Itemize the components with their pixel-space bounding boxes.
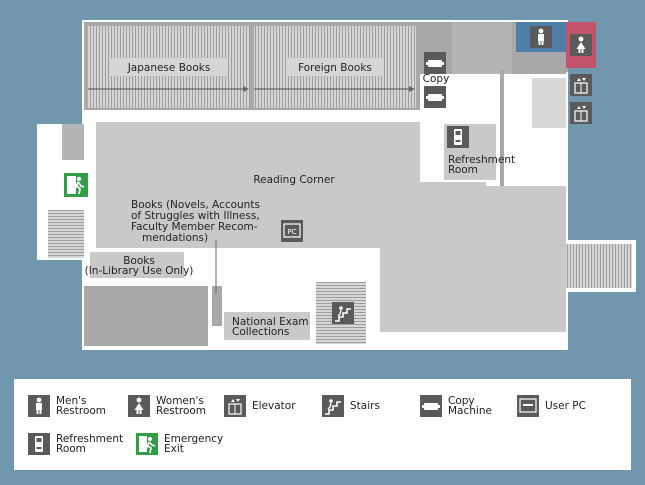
emergency-exit-icon [136,433,158,455]
legend-item-refreshment-room: Refreshment Room [28,433,123,455]
map-legend: Men's Restroom Women's Restroom Elevator St… [14,379,631,470]
books-inlib-label-2: (In-Library Use Only) [85,265,194,277]
legend-item-elevator: Elevator [224,395,296,417]
japanese-books-label: Japanese Books [127,62,211,74]
japanese-books-arrowhead [243,86,249,92]
map-elevator-icon-2[interactable] [570,102,592,124]
legend-item-user-pc: User PC [517,395,586,417]
legend-item-mens-restroom: Men's Restroom [28,395,106,417]
right-wall [512,68,568,72]
japanese-books-label-bg [110,58,228,76]
right-corridor-wall [500,70,504,290]
foreign-books-arrowhead [409,86,415,92]
books-novels-label: Books (Novels, Accounts [131,199,260,211]
woman-icon [128,395,150,417]
shelf-column [212,286,222,326]
copy-label: Copy [423,73,450,85]
refreshment-room-label: Refreshment [448,154,515,166]
legend-label: Elevator [252,400,296,412]
national-exam-label: National Exam [232,316,309,328]
elevator-hall [532,78,566,128]
national-exam-shelf [224,312,310,340]
pc-icon [517,395,539,417]
legend-label: User PC [545,400,586,412]
foreign-books-label-bg [286,58,384,76]
map-emergency-exit-icon[interactable] [64,173,88,197]
legend-item-copy-machine: Copy Machine [420,395,492,417]
stairs-icon [322,395,344,417]
books-inlib-shelf [90,252,184,278]
legend-label: Women's Restroom [156,395,207,417]
national-exam-label-2: Collections [232,326,289,338]
map-mens-restroom-icon[interactable] [530,26,552,48]
books-novels-label-3: Faculty Member Recom- [131,221,258,233]
map-pc-icon[interactable]: PC [281,220,303,242]
map-copy-machine-icon-2[interactable] [424,86,446,108]
legend-item-womens-restroom: Women's Restroom [128,395,206,417]
elevator-icon [224,395,246,417]
map-stairs-icon[interactable] [332,302,354,324]
lower-left-block [84,286,208,346]
man-icon [28,395,50,417]
floor-map: Japanese Books Foreign Books Copy Refres… [37,20,636,350]
vending-icon [28,433,50,455]
legend-label: Copy Machine [448,395,492,417]
foreign-books-label: Foreign Books [298,62,372,74]
west-room [62,124,84,160]
legend-label: Emergency Exit [164,433,224,455]
map-copy-machine-icon[interactable] [424,52,446,74]
reading-corner-label: Reading Corner [253,174,335,186]
legend-label: Refreshment Room [56,433,124,455]
map-elevator-icon[interactable] [570,74,592,96]
legend-label: Stairs [350,400,380,412]
reading-corner-southeast [380,186,566,332]
copy-machine-icon [420,395,442,417]
legend-item-emergency-exit: Emergency Exit [136,433,223,455]
map-pc-icon-text: PC [287,228,296,236]
reading-corner-area [96,122,422,248]
legend-item-stairs: Stairs [322,395,380,417]
service-corridor [452,22,512,74]
books-inlib-label: Books [123,255,155,267]
map-vending-icon[interactable] [447,126,469,148]
map-womens-restroom-icon[interactable] [570,34,592,56]
west-stairs [48,210,84,258]
books-novels-label-4: mendations) [142,232,208,244]
books-novels-label-2: of Struggles with Illness, [131,210,260,222]
refreshment-room-label-2: Room [448,164,478,176]
legend-label: Men's Restroom [56,395,107,417]
